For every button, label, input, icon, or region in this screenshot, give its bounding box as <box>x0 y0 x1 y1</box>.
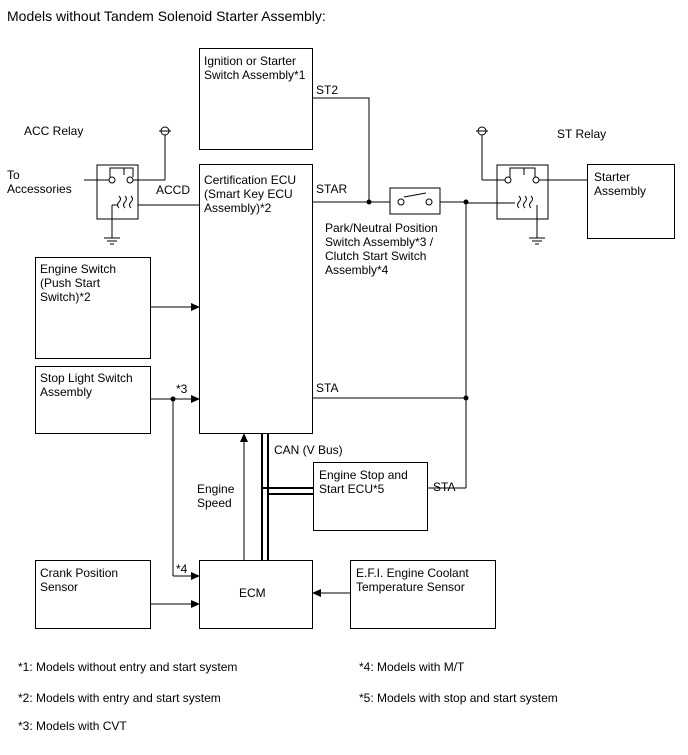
acc-relay-box <box>96 164 139 220</box>
note3-marker: *3 <box>176 382 188 396</box>
star-label: STAR <box>316 182 348 196</box>
crank-position-sensor-label: Crank Position Sensor <box>40 566 119 594</box>
ignition-switch-block: Ignition or Starter Switch Assembly*1 <box>199 48 313 150</box>
accd-label: ACCD <box>156 183 191 197</box>
stop-light-switch-block: Stop Light Switch Assembly <box>35 366 151 434</box>
st-relay-contact <box>509 167 536 177</box>
crank-position-sensor-block: Crank Position Sensor <box>35 560 151 629</box>
st2-label: ST2 <box>316 83 339 97</box>
certification-ecu-block: Certification ECU (Smart Key ECU Assembl… <box>199 164 313 434</box>
footnote-3: *3: Models with CVT <box>18 719 127 733</box>
starter-assembly-label: Starter Assembly <box>594 170 647 198</box>
engine-speed-label: Engine Speed <box>197 482 235 510</box>
ecm-label: ECM <box>239 586 266 600</box>
acc-relay-contact <box>109 167 134 177</box>
efi-sensor-block: E.F.I. Engine Coolant Temperature Sensor <box>350 560 496 629</box>
st-relay-coil <box>517 195 533 209</box>
acc-relay-label: ACC Relay <box>24 124 84 138</box>
footnote-2: *2: Models with entry and start system <box>18 691 221 705</box>
engine-stop-start-ecu-block: Engine Stop and Start ECU*5 <box>313 462 428 531</box>
stop-light-switch-label: Stop Light Switch Assembly <box>40 371 133 399</box>
park-neutral-switch-box <box>389 187 441 215</box>
sta-ecu-label: STA <box>433 480 456 494</box>
footnote-5: *5: Models with stop and start system <box>359 691 558 705</box>
can-bus-label: CAN (V Bus) <box>274 443 343 457</box>
to-accessories-label: To Accessories <box>7 168 72 196</box>
diagram-title: Models without Tandem Solenoid Starter A… <box>7 8 326 24</box>
engine-switch-label: Engine Switch (Push Start Switch)*2 <box>40 262 117 304</box>
park-neutral-label: Park/Neutral Position Switch Assembly*3 … <box>325 221 438 277</box>
engine-stop-start-ecu-label: Engine Stop and Start ECU*5 <box>319 468 408 496</box>
st-relay-label: ST Relay <box>557 127 607 141</box>
footnote-1: *1: Models without entry and start syste… <box>18 660 238 674</box>
ignition-switch-label: Ignition or Starter Switch Assembly*1 <box>204 54 306 82</box>
note4-marker: *4 <box>176 562 188 576</box>
footnote-4: *4: Models with M/T <box>359 660 465 674</box>
sta-main-label: STA <box>316 381 339 395</box>
starter-assembly-block: Starter Assembly <box>587 164 675 239</box>
ecm-block: ECM <box>199 560 313 629</box>
engine-switch-block: Engine Switch (Push Start Switch)*2 <box>35 257 151 359</box>
efi-sensor-label: E.F.I. Engine Coolant Temperature Sensor <box>356 566 469 594</box>
st-relay-box <box>496 164 549 220</box>
acc-relay-coil <box>117 195 133 209</box>
certification-ecu-label: Certification ECU (Smart Key ECU Assembl… <box>204 173 297 215</box>
